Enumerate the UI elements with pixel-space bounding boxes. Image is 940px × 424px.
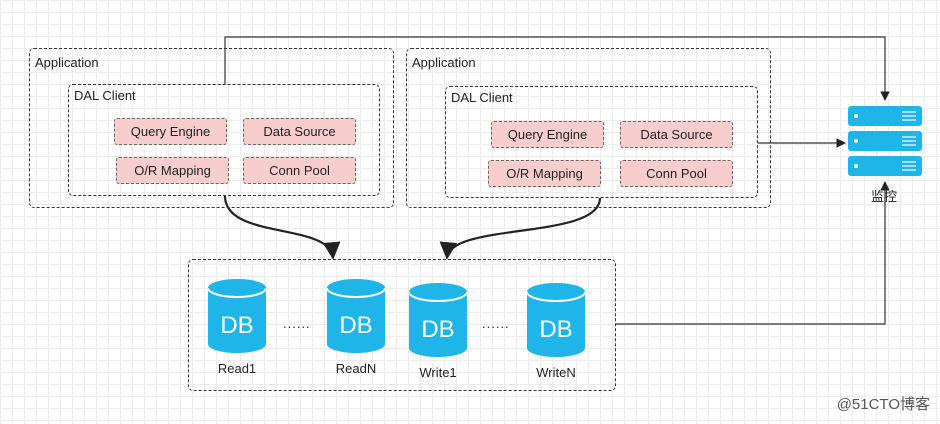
- db-to-monitor-line: [616, 181, 890, 325]
- module-data-source-2: Data Source: [620, 121, 733, 148]
- database-group-box: [188, 259, 616, 391]
- app1-to-db-arrow: [223, 195, 341, 260]
- app1-to-monitor-line: [224, 36, 890, 101]
- module-or-mapping-2: O/R Mapping: [488, 160, 601, 187]
- app2-to-db-arrow: [439, 197, 602, 260]
- db-label-writen: WriteN: [536, 365, 576, 380]
- separator-dots-1: ......: [283, 316, 311, 331]
- separator-dots-2: ......: [482, 316, 510, 331]
- dal-client-title-1: DAL Client: [74, 88, 136, 103]
- module-or-mapping-1: O/R Mapping: [116, 157, 229, 184]
- module-query-engine-2: Query Engine: [491, 121, 604, 148]
- db-icon-text: DB: [339, 312, 372, 339]
- server-icon: [848, 156, 922, 176]
- db-icon-text: DB: [220, 312, 253, 339]
- database-icon: DB: [527, 283, 585, 357]
- application-title-1: Application: [35, 55, 99, 70]
- db-label-write1: Write1: [419, 365, 457, 380]
- module-conn-pool-1: Conn Pool: [243, 157, 356, 184]
- db-icon-text: DB: [539, 316, 572, 343]
- database-icon: DB: [327, 279, 385, 353]
- application-box-1: [29, 48, 394, 208]
- db-label-readn: ReadN: [335, 361, 377, 376]
- db-icon-text: DB: [421, 316, 454, 343]
- dal-client-box-2: [445, 86, 758, 198]
- db-label-read1: Read1: [217, 361, 257, 376]
- watermark: @51CTO博客: [836, 396, 930, 413]
- database-icon: DB: [409, 283, 467, 357]
- application-title-2: Application: [412, 55, 476, 70]
- application-box-2: [406, 48, 771, 208]
- database-icon: DB: [208, 279, 266, 353]
- module-conn-pool-2: Conn Pool: [620, 160, 733, 187]
- dal-client-title-2: DAL Client: [451, 90, 513, 105]
- dal-client-box-1: [68, 84, 380, 196]
- server-icon: [848, 131, 922, 151]
- monitor-label: 监控: [871, 189, 898, 204]
- module-data-source-1: Data Source: [243, 118, 356, 145]
- server-icon: [848, 106, 922, 126]
- module-query-engine-1: Query Engine: [114, 118, 227, 145]
